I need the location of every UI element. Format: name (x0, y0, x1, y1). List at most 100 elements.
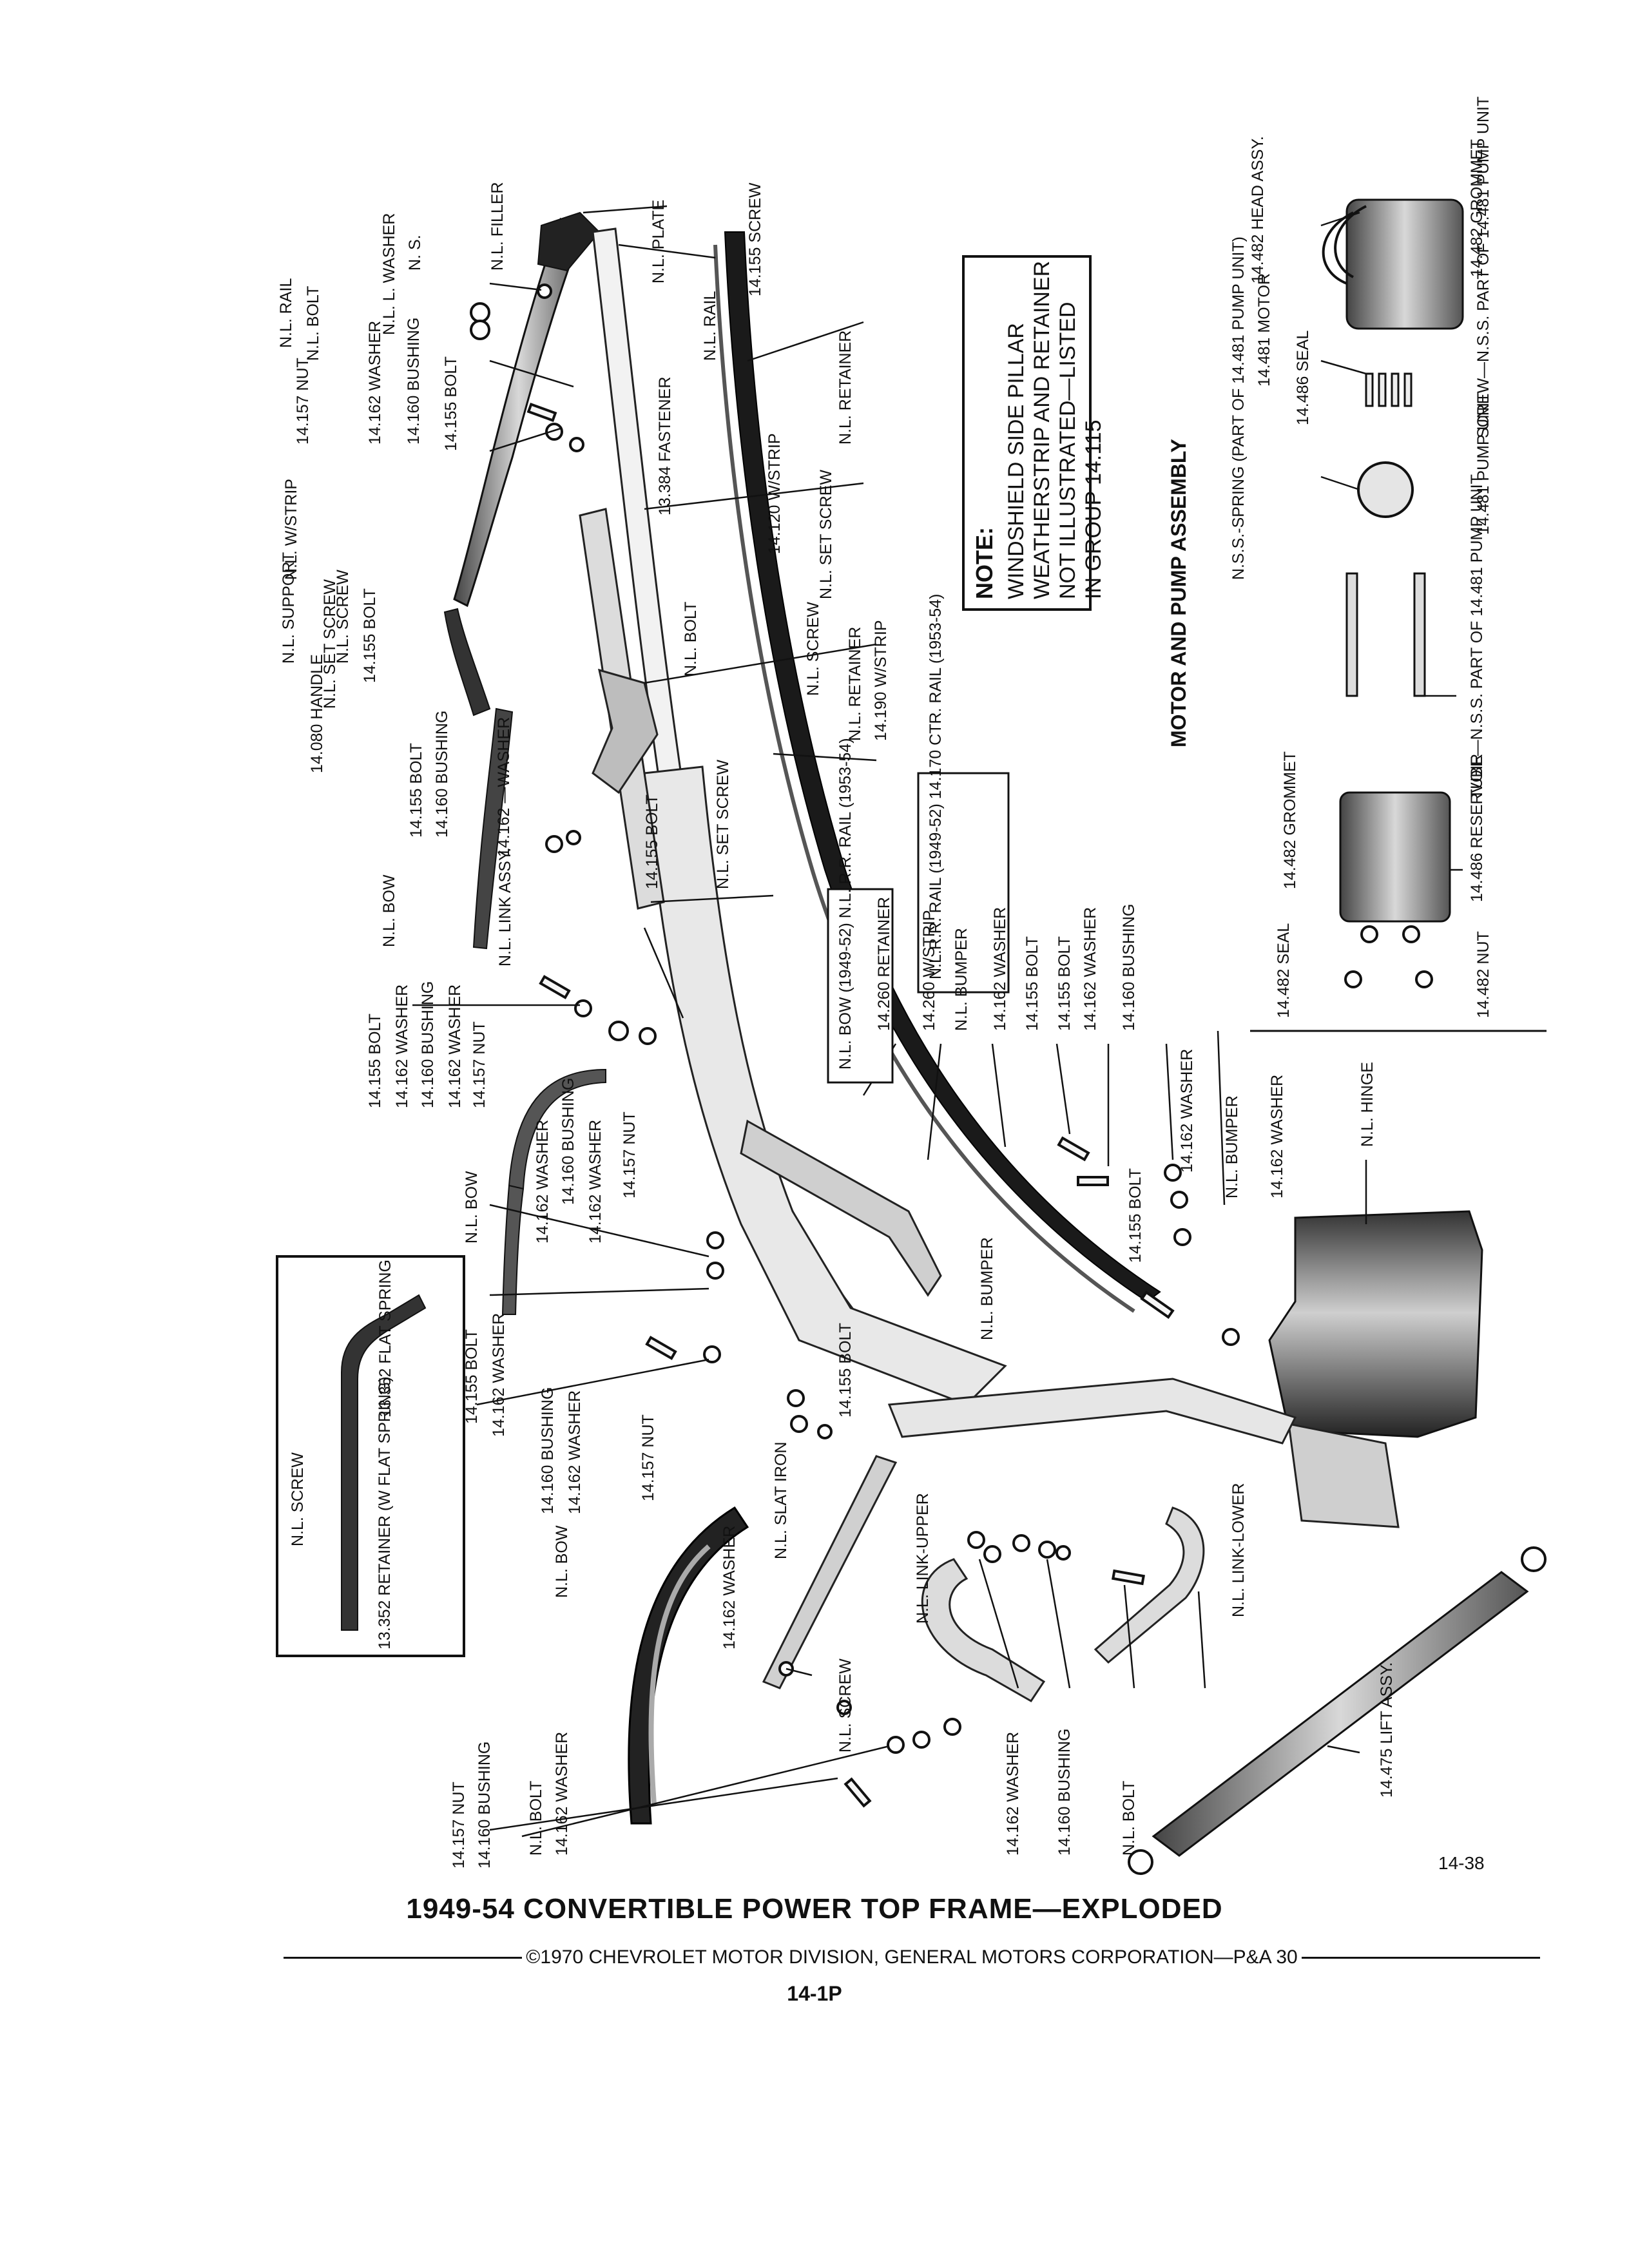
part-label-14482-nut: 14.482 NUT (1474, 931, 1492, 1018)
part-label-nl-set-screw-a: N.L. SET SCREW (817, 470, 835, 599)
part-label-14155-bolt-b: 14.155 BOLT (361, 588, 379, 683)
tube-part-a (1345, 572, 1358, 697)
part-label-nl-filler: N.L. FILLER (488, 182, 506, 271)
part-label-nl-l-washer: N.L. L. WASHER (380, 213, 398, 335)
part-label-14155-bolt-g: 14.155 BOLT (366, 1014, 384, 1108)
part-label-nl-bumper-b: N.L. BUMPER (1223, 1095, 1241, 1198)
lower-link-part (887, 1378, 1297, 1445)
part-label-14160-bushing-g: 14.160 BUSHING (476, 1742, 494, 1869)
part-label-nl-set-screw-c: N.L. SET SCREW (714, 760, 732, 889)
part-label-14481-pump: 14.481 PUMP UNIT (1474, 393, 1492, 535)
rear-bow-inner (648, 1544, 711, 1805)
part-label-14260-wstrip: 14.260 W/STRIP (920, 910, 938, 1031)
part-label-nl-rail-top: N.L. RAIL (277, 278, 295, 348)
rail-label-box-a (917, 772, 1010, 994)
filler-part (537, 211, 601, 272)
part-label-nl-screw-d: N.L. SCREW (836, 1658, 854, 1753)
part-label-14080-handle: 14.080 HANDLE (308, 654, 326, 773)
part-label-nss-spring: N.S.S.-SPRING (PART OF 14.481 PUMP UNIT) (1229, 236, 1248, 580)
motor-section-title: MOTOR AND PUMP ASSEMBLY (1167, 439, 1190, 747)
lift-eye-top (1521, 1546, 1547, 1572)
handle-part (443, 608, 491, 716)
page-title: 1949-54 CONVERTIBLE POWER TOP FRAME—EXPL… (406, 1893, 1223, 1925)
part-label-nl-set-screw-b: N.L. SET SCREW (321, 579, 339, 709)
part-label-14162-washer-e: 14.162 WASHER (1178, 1049, 1196, 1173)
bolt-shapes (526, 402, 1175, 1808)
part-label-14190-wstrip: 14.190 W/STRIP (872, 620, 890, 741)
part-labels: N.L. RAIL N.L. BOLT N.L. L. WASHER N. S. N.L… (277, 97, 1492, 1869)
part-label-nl-bolt-top: N.L. BOLT (304, 286, 322, 361)
part-label-14155-bolt-a: 14.155 BOLT (442, 356, 460, 451)
part-label-14486-reservoir: 14.486 RESERVOIR (1468, 754, 1486, 902)
part-label-nl-bumper-a: N.L. BUMPER (952, 928, 970, 1031)
part-label-14162-washer-d: 14.162 WASHER (1081, 907, 1099, 1031)
part-label-nl-bow-b: N.L. BOW (463, 1171, 481, 1244)
part-label-nl-plate: N.L. PLATE (650, 200, 668, 284)
hinge-plate-part (1287, 1423, 1400, 1528)
part-label-14157-nut-b: 14.157 NUT (470, 1021, 488, 1108)
part-label-14160-bushing-f: 14.160 BUSHING (539, 1387, 557, 1514)
part-label-14162-washer-c: 14.162 WASHER (991, 907, 1009, 1031)
page-number: 14-1P (787, 1982, 842, 2005)
retainer-strip-part (713, 244, 1135, 1313)
hinge-part (1268, 1210, 1483, 1438)
part-label-14155-bolt-i: 14.155 BOLT (836, 1323, 854, 1418)
part-label-14160-bushing-c: 14.160 BUSHING (1120, 904, 1138, 1031)
weatherstrip-part (724, 231, 1161, 1303)
fasteners (470, 284, 1240, 1754)
part-label-14155-bolt-h: 14.155 BOLT (1126, 1168, 1144, 1263)
part-label-14162-washer-l: 14.162 WASHER (566, 1390, 584, 1514)
windshield-header-part (453, 218, 584, 608)
motor-part (1345, 198, 1464, 330)
copyright-rule-right (1301, 1956, 1540, 1959)
part-label-14162-washer-m: 14.162 WASHER (720, 1526, 738, 1649)
part-label-14155-bolt-f: 14.155 BOLT (1055, 936, 1074, 1031)
part-label-nl-rail-2: N.L. RAIL (701, 291, 719, 361)
part-label-13384-fastener: 13.384 FASTENER (656, 377, 674, 515)
copyright-row: ©1970 CHEVROLET MOTOR DIVISION, GENERAL … (284, 1943, 1540, 1972)
inset-retainer-part (341, 1294, 427, 1631)
part-label-nl-bow-a: N.L. BOW (380, 874, 398, 947)
part-label-14157-nut-c: 14.157 NUT (621, 1111, 639, 1198)
part-label-nl-screw-b: N.L. SCREW (804, 602, 822, 696)
part-label-14482-grommet-b: 14.482 GROMMET (1281, 751, 1299, 889)
bow-part-left (472, 707, 514, 950)
part-label-14157-nut-a: 14.157 NUT (294, 358, 312, 445)
note-heading: NOTE: (971, 527, 998, 599)
reservoir-part (1339, 791, 1451, 923)
figure-number: 14-38 (1438, 1853, 1485, 1873)
part-label-14160-bushing-d: 14.160 BUSHING (419, 981, 437, 1108)
link-lower-part (1094, 1506, 1205, 1664)
part-label-14155-bolt-e: 14.155 BOLT (1023, 936, 1041, 1031)
part-label-nl-bow-box: N.L. BOW (1949-52) N.L. R.R. RAIL (1953-… (836, 738, 854, 1070)
part-label-14162-washer-g: 14.162 WASHER (446, 985, 464, 1108)
part-label-ns: N. S. (406, 235, 424, 271)
motor-pump-illustrations (1322, 198, 1464, 988)
bow-part-mid (508, 1068, 606, 1190)
part-label-13352-retainer: 13.352 RETAINER (W FLAT SPRING) (376, 1376, 394, 1649)
part-label-14160-bushing-h: 14.160 BUSHING (1055, 1729, 1074, 1856)
copyright-rule-left (284, 1956, 523, 1959)
note-line-2: WEATHERSTRIP AND RETAINER (1030, 261, 1054, 599)
part-label-14155-screw-top: 14.155 SCREW (746, 182, 764, 296)
pump-seals (1344, 925, 1433, 988)
part-label-14482-grommet-a: 14.482 GROMMET (1468, 139, 1486, 277)
part-label-tube-nss: TUBE—N.S.S. PART OF 14.481 PUMP UNIT (1468, 474, 1486, 799)
copyright-text: ©1970 CHEVROLET MOTOR DIVISION, GENERAL … (526, 1946, 1298, 1968)
part-label-13352-flat-spring: 13.352 FLAT SPRING (376, 1260, 394, 1418)
part-label-nl-bow-c: N.L. BOW (553, 1525, 571, 1598)
part-label-14120-wstrip: 14.120 W/STRIP (766, 433, 784, 554)
side-rail-part (643, 765, 1007, 1406)
tube-part-b (1413, 572, 1426, 697)
part-label-nl-wstrip: N.L. W/STRIP (282, 479, 300, 580)
part-label-14162-washer-k: 14.162 WASHER (490, 1313, 508, 1437)
part-label-nl-screw-a: N.L. SCREW (334, 570, 352, 664)
part-label-nl-hinge: N.L. HINGE (1358, 1062, 1376, 1147)
part-label-14155-bolt-c: 14.155 BOLT (407, 743, 425, 838)
part-label-14160-bushing-b: 14.160 BUSHING (433, 711, 451, 838)
part-label-nl-link-assy: N.L. LINK ASSY. (496, 848, 514, 966)
part-label-14157-nut-d: 14.157 NUT (639, 1414, 657, 1501)
part-label-14157-nut-e: 14.157 NUT (450, 1782, 468, 1869)
part-label-nl-slat-iron: N.L. SLAT IRON (772, 1442, 790, 1559)
